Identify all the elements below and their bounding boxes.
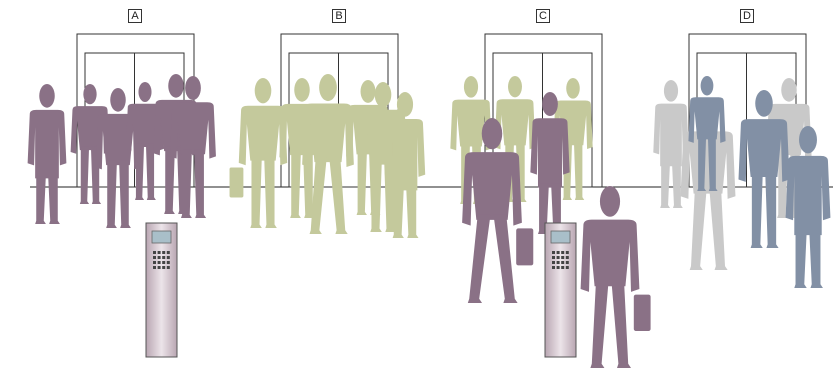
keypad-key[interactable]	[162, 251, 165, 254]
keypad-key[interactable]	[557, 251, 560, 254]
destination-terminal-left[interactable]	[146, 223, 177, 357]
keypad-key[interactable]	[153, 261, 156, 264]
elevator-label-a: A	[128, 9, 142, 23]
keypad-key[interactable]	[158, 261, 161, 264]
keypad-key[interactable]	[557, 261, 560, 264]
keypad-key[interactable]	[167, 261, 170, 264]
keypad-key[interactable]	[167, 251, 170, 254]
keypad-key[interactable]	[561, 261, 564, 264]
keypad-key[interactable]	[566, 261, 569, 264]
terminal-screen	[551, 231, 570, 243]
destination-terminal-right[interactable]	[545, 223, 576, 357]
keypad-key[interactable]	[153, 251, 156, 254]
keypad-key[interactable]	[552, 266, 555, 269]
keypad-key[interactable]	[162, 266, 165, 269]
person-silhouette	[71, 84, 110, 204]
person-silhouette	[230, 78, 288, 228]
keypad-key[interactable]	[153, 256, 156, 259]
keypad-key[interactable]	[557, 266, 560, 269]
keypad-key[interactable]	[153, 266, 156, 269]
keypad-key[interactable]	[566, 266, 569, 269]
elevator-label-c: C	[536, 9, 550, 23]
terminal-screen	[152, 231, 171, 243]
keypad-key[interactable]	[162, 261, 165, 264]
keypad-key[interactable]	[566, 256, 569, 259]
group-a-people	[28, 74, 216, 228]
keypad-key[interactable]	[561, 266, 564, 269]
group-b-people	[230, 74, 426, 238]
keypad-key[interactable]	[566, 251, 569, 254]
keypad-key[interactable]	[557, 256, 560, 259]
keypad-key[interactable]	[552, 251, 555, 254]
person-silhouette	[581, 186, 651, 368]
keypad-key[interactable]	[561, 256, 564, 259]
keypad-key[interactable]	[158, 256, 161, 259]
keypad-key[interactable]	[552, 256, 555, 259]
keypad-key[interactable]	[167, 256, 170, 259]
keypad-key[interactable]	[158, 251, 161, 254]
keypad-key[interactable]	[552, 261, 555, 264]
keypad-key[interactable]	[561, 251, 564, 254]
foreground-people	[581, 186, 651, 368]
elevator-label-b: B	[332, 9, 346, 23]
keypad-key[interactable]	[167, 266, 170, 269]
person-silhouette	[28, 84, 67, 224]
elevator-label-d: D	[740, 9, 754, 23]
keypad-key[interactable]	[162, 256, 165, 259]
keypad-key[interactable]	[158, 266, 161, 269]
